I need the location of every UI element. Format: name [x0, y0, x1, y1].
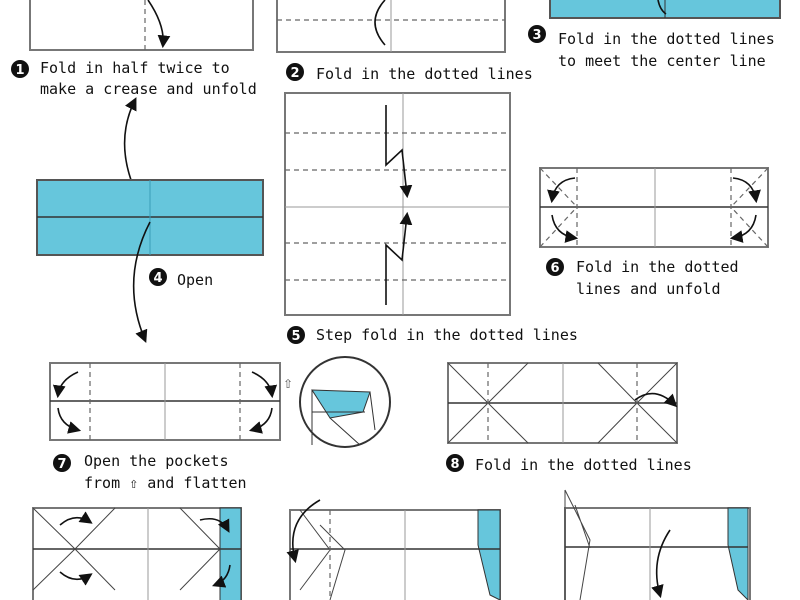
step-8-figure — [447, 362, 678, 444]
step-7-caption: 7 Open the pockets from ⇧ and flatten — [53, 452, 247, 492]
step-caption-text: Open — [177, 271, 213, 289]
step-caption-text: to meet the center line — [558, 52, 766, 70]
step-caption-text: Fold in the dotted lines — [316, 65, 533, 83]
step-6-caption: 6 Fold in the dotted lines and unfold — [546, 258, 739, 298]
step-3-figure — [549, 0, 781, 19]
up-arrow-icon: ⇧ — [283, 377, 293, 391]
step-10-figure — [286, 499, 501, 600]
step-caption-text: lines and unfold — [576, 280, 721, 298]
step-2-figure — [276, 0, 506, 53]
step-caption-text: Open the pockets — [84, 452, 229, 470]
step-caption-text: 4 — [153, 271, 162, 286]
step-2-caption: 2 Fold in the dotted lines — [286, 63, 533, 83]
step-6-figure — [539, 167, 769, 248]
step-caption-text: Fold in half twice to — [40, 59, 230, 77]
step-number: 1 — [15, 63, 24, 78]
step-caption-text: Fold in the dotted lines — [475, 456, 692, 474]
step-4-caption: 4 Open — [149, 268, 213, 289]
step-caption-text: 7 — [57, 457, 66, 472]
step-caption-text: 6 — [550, 261, 559, 276]
step-caption-text: Fold in the dotted lines — [558, 30, 775, 48]
step-caption-text: make a crease and unfold — [40, 80, 257, 98]
step-caption-text: Step fold in the dotted lines — [316, 326, 578, 344]
step-5-caption: 5 Step fold in the dotted lines — [287, 326, 578, 344]
step-1-figure — [29, 0, 254, 51]
step-caption-text: 5 — [291, 329, 300, 344]
step-9-figure — [32, 507, 242, 600]
step-caption-text: from ⇧ and flatten — [84, 474, 247, 492]
step-11-figure — [564, 489, 751, 600]
step-3-caption: 3 Fold in the dotted lines to meet the c… — [528, 25, 775, 70]
step-caption-text: 3 — [532, 28, 541, 43]
step-caption-text: 8 — [450, 457, 459, 472]
step-caption-text: Fold in the dotted — [576, 258, 739, 276]
step-7-figure: ⇧ — [49, 356, 391, 448]
step-caption-text: 2 — [290, 66, 299, 81]
step-8-caption: 8 Fold in the dotted lines — [446, 454, 692, 474]
step-5-figure — [284, 92, 511, 316]
step-1-caption: 1 Fold in half twice to make a crease an… — [11, 59, 257, 98]
step-4-figure — [36, 97, 264, 343]
